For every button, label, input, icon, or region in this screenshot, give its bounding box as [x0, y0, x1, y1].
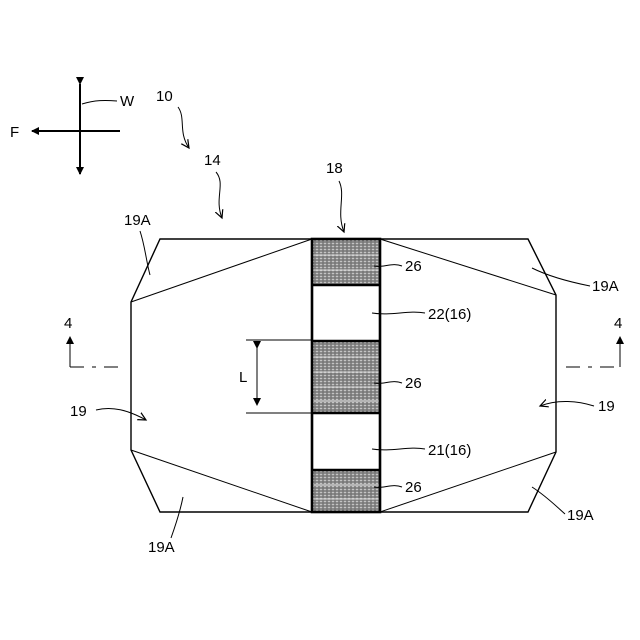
w-leader	[82, 100, 117, 104]
ref-19-left-leader	[96, 408, 146, 420]
label-f: F	[10, 124, 19, 141]
ref-21: 21(16)	[428, 442, 471, 459]
ref-19a-top-left: 19A	[124, 212, 151, 229]
ref-19a-top-right: 19A	[592, 278, 619, 295]
ref-26-top: 26	[405, 258, 422, 275]
label-section-left: 4	[64, 315, 72, 332]
ref-19a-bottom-left-leader	[171, 497, 183, 538]
ref-26-middle: 26	[405, 375, 422, 392]
diagonal-top-left	[131, 239, 312, 302]
hatched-block-top	[312, 239, 380, 285]
ref-19-right-leader	[540, 401, 594, 406]
dimension-l: L	[239, 340, 312, 413]
ref-10: 10	[156, 88, 173, 105]
center-strip	[312, 239, 380, 512]
hatched-block-middle	[312, 341, 380, 413]
ref-19a-bottom-right-leader	[532, 487, 565, 514]
ref-19-left: 19	[70, 403, 87, 420]
ref-14-leader	[216, 172, 222, 218]
ref-19a-top-left-leader	[140, 231, 150, 275]
ref-19-right: 19	[598, 398, 615, 415]
ref-18-leader	[339, 181, 344, 232]
ref-19a-bottom-left: 19A	[148, 539, 175, 556]
ref-19a-top-right-leader	[532, 268, 590, 286]
hatched-block-bottom	[312, 470, 380, 512]
ref-19a-bottom-right: 19A	[567, 507, 594, 524]
label-l: L	[239, 369, 247, 386]
ref-10-leader	[178, 107, 189, 148]
label-section-right: 4	[614, 315, 622, 332]
ref-26-bottom: 26	[405, 479, 422, 496]
ref-18: 18	[326, 160, 343, 177]
label-w: W	[120, 93, 135, 110]
ref-22: 22(16)	[428, 306, 471, 323]
direction-indicator: W F	[10, 84, 135, 174]
ref-14: 14	[204, 152, 221, 169]
diagonal-bottom-left	[131, 450, 312, 512]
